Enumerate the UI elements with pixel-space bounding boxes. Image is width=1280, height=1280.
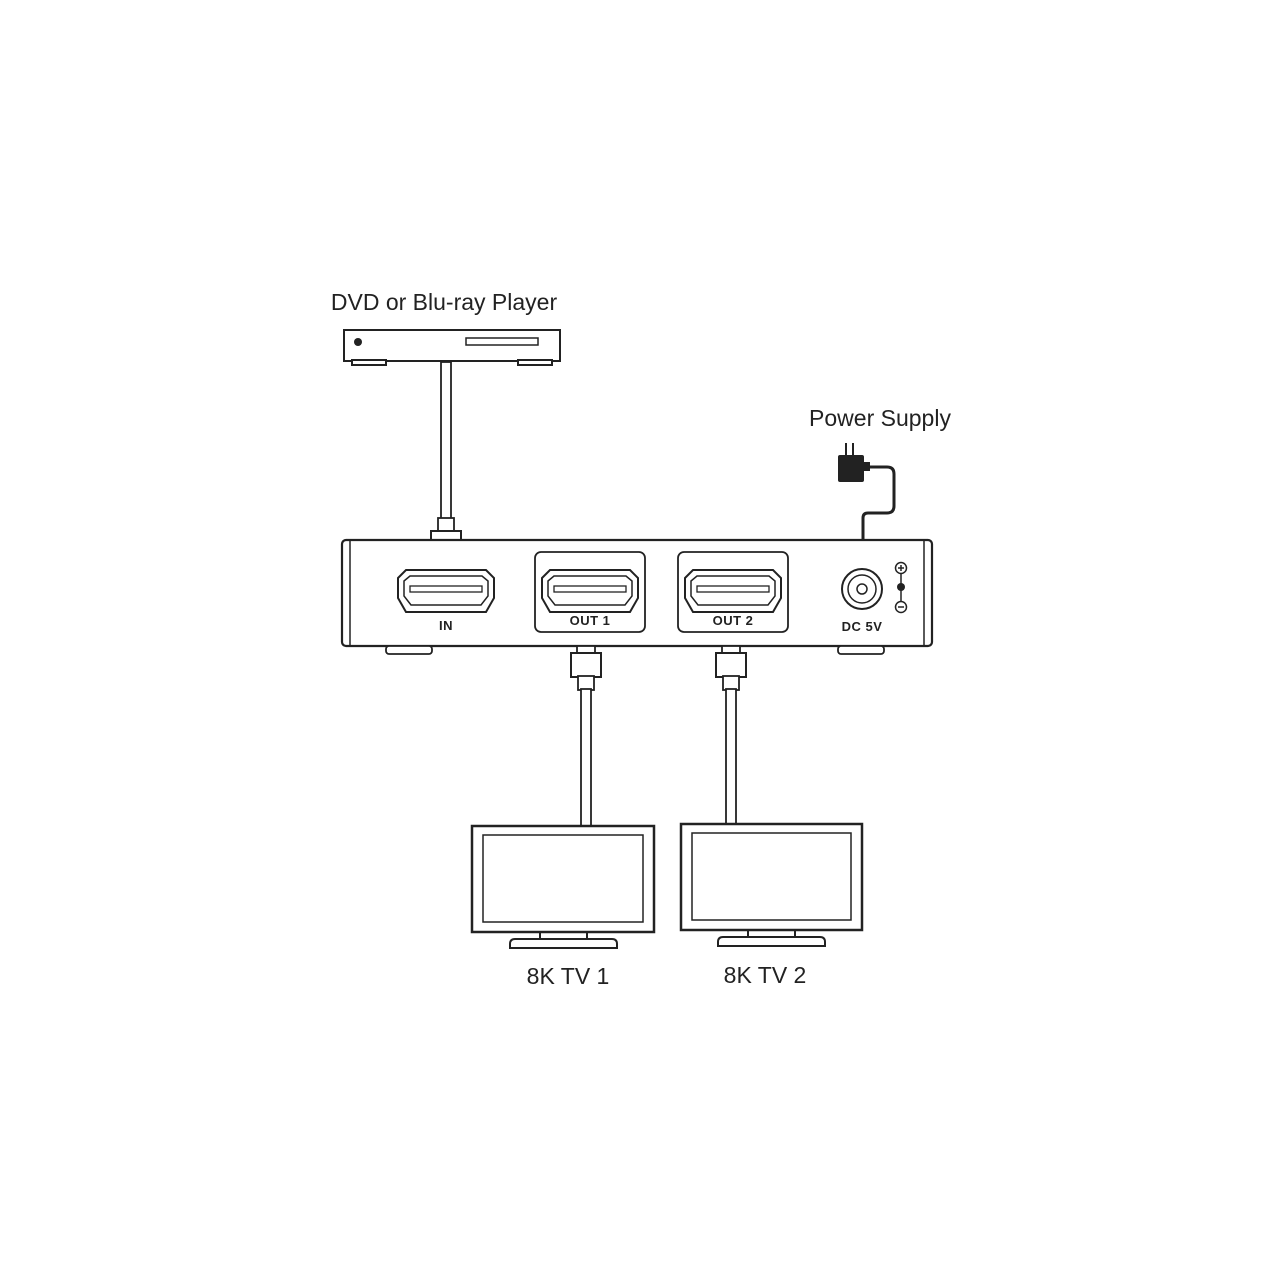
hdmi-port-out2: OUT 2 (677, 551, 789, 633)
disc-tray-icon (465, 337, 539, 346)
tv-2: 8K TV 2 (679, 822, 864, 988)
hdmi-port-out1: OUT 1 (534, 551, 646, 633)
port-out2-label: OUT 2 (713, 613, 754, 628)
tv1-label: 8K TV 1 (527, 963, 610, 989)
hdmi-cable-input (430, 361, 462, 564)
power-adapter-icon (838, 455, 864, 482)
port-out1-label: OUT 1 (570, 613, 611, 628)
polarity-icon (894, 561, 908, 614)
dvd-bluray-player: DVD or Blu-ray Player (331, 289, 561, 366)
tv2-label: 8K TV 2 (724, 962, 807, 988)
port-in-label: IN (439, 618, 453, 633)
tv-1: 8K TV 1 (470, 824, 656, 989)
hdmi-cable-out1 (570, 645, 602, 827)
port-dc-label: DC 5V (842, 619, 883, 634)
hdmi-splitter: IN OUT 1 OUT 2 DC 5V (340, 538, 934, 655)
power-supply: Power Supply (809, 405, 951, 572)
hdmi-port-in: IN (397, 569, 495, 633)
power-led-icon (354, 338, 362, 346)
dc-power-jack: DC 5V (841, 568, 883, 634)
hdmi-cable-out2 (715, 645, 747, 825)
player-label: DVD or Blu-ray Player (331, 289, 558, 315)
power-label: Power Supply (809, 405, 951, 431)
